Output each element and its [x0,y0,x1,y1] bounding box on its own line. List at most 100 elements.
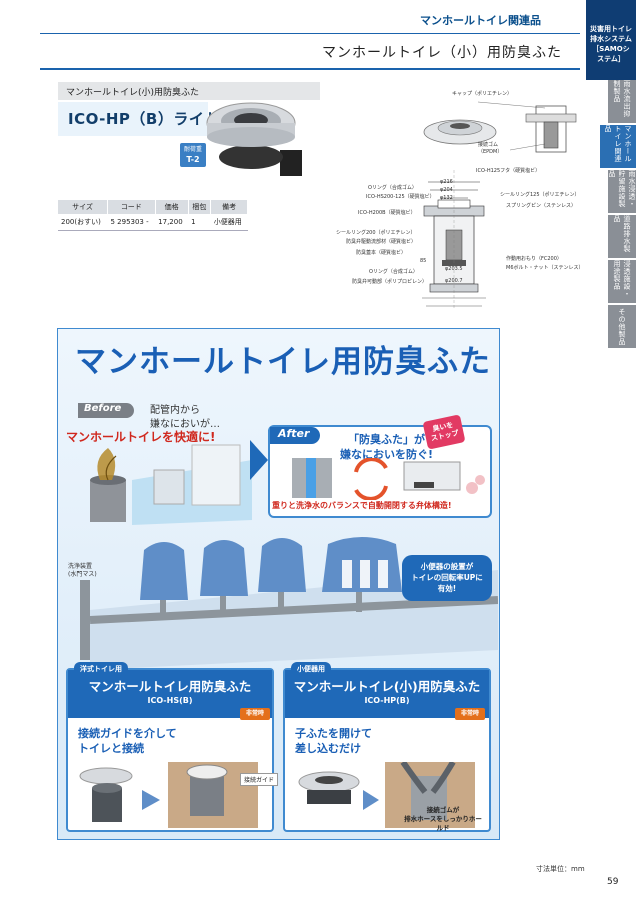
hold-label: 接続ゴムが 排水ホースをしっかりホールド [402,806,484,833]
before-illustration [90,444,252,525]
after-text: 「防臭ふた」が 嫌なにおいを防ぐ! [340,432,433,462]
card-left-text-line2: トイレと接続 [78,742,144,755]
side-tab-3[interactable]: 雨水浸透・貯留施設製品 [608,170,636,214]
card-left-header [68,670,272,718]
label-valve-lid: 防臭蓋本（硬質塩ビ） [356,250,407,256]
label-d85: 85 [420,258,427,264]
guide-label: 接続ガイド [240,773,279,786]
cross-section-drawing [422,170,486,310]
toilet-row-illustration [80,537,498,670]
label-lid: ICO-H125フタ（硬質塩ビ） [476,168,541,174]
side-tab-6[interactable]: その他製品 [608,305,636,349]
after-tag: After [270,427,320,444]
emergency-badge-right: 非常時 [455,708,485,720]
cell-size: 200(おすい) [58,214,108,231]
cell-note: 小便器用 [210,214,248,231]
device-label-line1: 洗浄装置 [68,563,93,570]
cell-pack: 1 [188,214,211,231]
card-right-illustration [298,762,475,828]
page-number: 59 [607,877,619,887]
after-text-line1: 「防臭ふた」が [348,433,426,446]
emergency-badge-left: 非常時 [240,708,270,720]
label-d216: φ216 [440,179,453,185]
unit-note: 寸法単位：mm [536,865,585,873]
side-tab-5[interactable]: 浸透施設・用途製品 [608,260,636,304]
card-left-tag: 洋式トイレ用 [74,662,128,676]
hold-label-line2: 排水ホースをしっかりホールド [404,815,482,832]
before-text-line2: 嫌なにおいが… [150,419,220,430]
cell-price: 17,200 [155,214,189,231]
card-right-text-line2: 差し込むだけ [295,742,361,755]
label-anti-slip: 防臭弁可動部（ポリプロピレン） [352,279,428,285]
callout-line3: 有効! [437,584,457,593]
card-right-text: 子ふたを開けて 差し込むだけ [295,726,372,756]
card-urinal: 小便器用 マンホールトイレ(小)用防臭ふた ICO-HP(B) 子ふたを開けて … [283,662,491,832]
label-oring-bottom: Oリング（合成ゴム） [369,269,418,275]
label-d2007: φ200.7 [445,278,463,284]
card-western-toilet: 洋式トイレ用 マンホールトイレ用防臭ふた ICO-HS(B) 接続ガイドを介して… [66,662,274,832]
page-title: マンホールトイレ（小）用防臭ふた [322,45,562,61]
col-code: コード [107,200,156,214]
balance-caption: 重りと洗浄水のバランスで自動開閉する弁体構造! [272,501,452,510]
card-left-code: ICO-HS(B) [147,696,193,705]
panel-subhead: マンホールトイレを快適に! [66,430,216,444]
label-hs200: ICO-HS200-125（硬質塩ビ） [366,194,435,200]
side-tab-2-active[interactable]: マンホールトイレ関連品 [600,125,636,169]
label-rubber: 接続ゴム（EPDM） [478,142,503,155]
label-d2035: φ203.5 [445,266,463,272]
spec-table: サイズ コード 価格 梱包 備考 200(おすい) 5 295303 - 17,… [58,200,248,231]
label-seal125: シールリング125（ポリエチレン） [500,192,580,198]
card-left-title: マンホールトイレ用防臭ふた [88,679,252,694]
label-h200: ICO-H200B（硬質塩ビ） [358,210,416,216]
category-label: マンホールトイレ関連品 [420,14,541,27]
label-d132: φ132 [440,195,453,201]
side-tab-system[interactable]: 災害用トイレ排水システム［SAMOシステム］ [586,0,636,80]
hold-label-line1: 接続ゴムが [426,806,460,814]
side-tab-1[interactable]: 雨水流出抑制製品 [608,80,636,124]
header-rule-bold [40,68,580,70]
panel-title: マンホールトイレ用防臭ふた [75,344,491,380]
card-right-code: ICO-HP(B) [364,696,410,705]
card-right-title: マンホールトイレ(小)用防臭ふた [293,679,481,694]
urinal-callout: 小便器の設置が トイレの回転率UPに 有効! [402,555,492,601]
callout-line1: 小便器の設置が [420,562,474,571]
arrow-right-icon [250,440,268,480]
product-section-label: マンホールトイレ(小)用防臭ふた [58,82,320,100]
label-valve-body: 防臭弁駆動流部材（硬質塩ビ） [346,239,417,245]
device-label: 洗浄装置 (水門マス) [68,563,97,579]
table-row: 200(おすい) 5 295303 - 17,200 1 小便器用 [58,214,248,231]
label-d204: φ204 [440,187,453,193]
col-pack: 梱包 [188,200,212,214]
label-seal200: シールリング200（ポリエチレン） [336,230,416,236]
col-price: 価格 [155,200,189,214]
label-spring: スプリングピン（ステンレス） [506,203,577,209]
product-name-box [58,102,208,136]
external-drawing [423,101,577,153]
header-rule [40,33,580,34]
load-class-badge: 耐荷重 T-2 [180,143,206,167]
label-oring-top: Oリング（合成ゴム） [368,185,417,191]
load-label: 耐荷重 [183,146,202,153]
label-weight: 作動用おもり（FC200） [506,256,562,262]
col-size: サイズ [58,200,108,214]
side-tab-4[interactable]: 道路排水製品 [608,215,636,259]
label-bolt: M6ボルト・ナット（ステンレス） [506,265,584,271]
before-text: 配管内から 嫌なにおいが… [150,404,220,432]
before-text-line1: 配管内から [150,405,200,416]
after-illustration [292,458,485,500]
before-tag: Before [78,403,134,418]
col-note: 備考 [210,200,248,214]
label-cap: キャップ（ポリエチレン） [452,91,513,97]
card-left-text: 接続ガイドを介して トイレと接続 [78,726,177,756]
product-name: ICO-HP（B）ライト [68,110,220,128]
callout-line2: トイレの回転率UPに [411,573,483,582]
card-right-text-line1: 子ふたを開けて [295,727,372,740]
product-photo [206,102,302,176]
cell-code: 5 295303 - [107,214,156,231]
card-right-tag: 小便器用 [291,662,331,676]
load-value: T-2 [186,155,200,164]
device-label-line2: (水門マス) [68,571,97,578]
card-left-text-line1: 接続ガイドを介して [78,727,177,740]
after-text-line2: 嫌なにおいを防ぐ! [340,448,434,461]
card-left-illustration [79,762,258,828]
